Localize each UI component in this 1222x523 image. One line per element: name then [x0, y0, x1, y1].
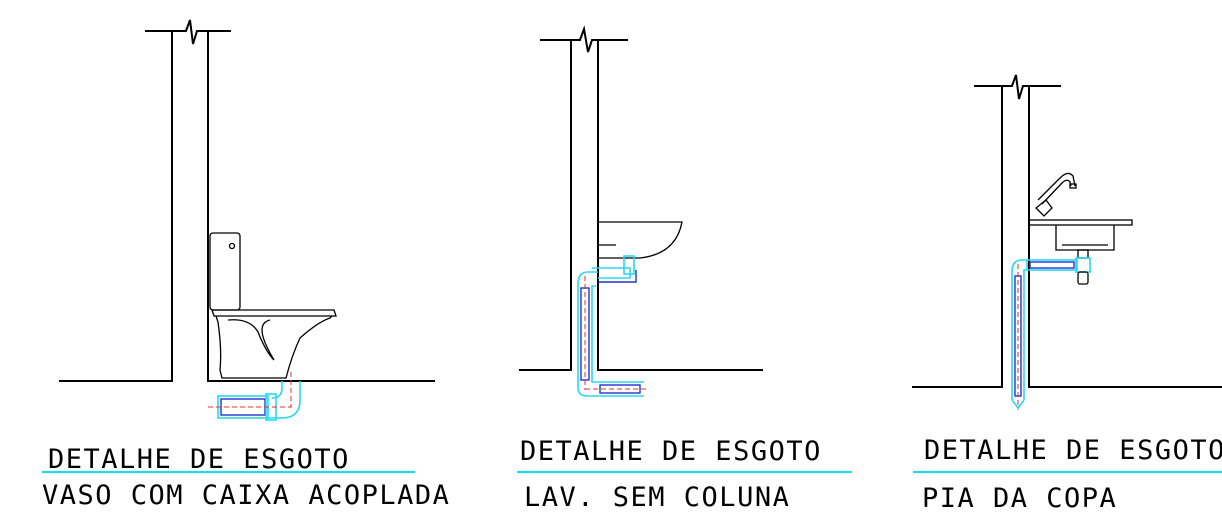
washbasin-riser-outer: [577, 271, 644, 397]
detail-toilet: DETALHE DE ESGOTO VASO COM CAIXA ACOPLAD…: [42, 19, 450, 511]
flush-button: [228, 242, 236, 250]
detail-washbasin: DETALHE DE ESGOTO LAV. SEM COLUNA: [517, 25, 852, 513]
sink-branch-inner: [1029, 261, 1075, 269]
washbasin-bowl: [597, 221, 683, 259]
sink-countertop: [1028, 219, 1133, 226]
faucet-spout-tip: [1069, 183, 1077, 189]
washbasin-tailpiece: [623, 255, 635, 275]
wall-break-symbol: [974, 74, 1061, 100]
wall-break-symbol: [540, 25, 628, 53]
detail-2-subtitle: LAV. SEM COLUNA: [524, 482, 790, 513]
sink-trap-cup: [1077, 271, 1089, 285]
sink-drain-valve: [1077, 249, 1089, 259]
toilet-tank: [209, 232, 241, 311]
toilet-bowl: [215, 315, 333, 379]
sink-trap-body: [1075, 257, 1091, 273]
detail-1-title: DETALHE DE ESGOTO: [48, 444, 350, 475]
sink-basin: [1055, 225, 1115, 251]
washbasin-trap: [598, 270, 637, 283]
toilet-drain-elbow: [268, 381, 301, 419]
detail-3-subtitle: PIA DA COPA: [922, 483, 1117, 514]
toilet-seat: [211, 309, 337, 317]
toilet-trap-curve: [227, 319, 275, 361]
washbasin-drain-inner: [599, 384, 641, 394]
wall-break-symbol: [145, 19, 231, 45]
detail-kitchen-sink: DETALHE DE ESGOTO PIA DA COPA: [912, 74, 1222, 514]
detail-2-title: DETALHE DE ESGOTO: [520, 436, 822, 467]
sink-branch-pipe: [1026, 259, 1078, 271]
faucet: [1037, 172, 1076, 205]
faucet-base: [1035, 199, 1053, 217]
sink-riser-end: [1011, 399, 1025, 410]
detail-3-title: DETALHE DE ESGOTO: [924, 435, 1222, 466]
washbasin-branch: [592, 267, 631, 279]
detail-1-subtitle: VASO COM CAIXA ACOPLADA: [42, 480, 450, 511]
sink-riser-outer: [1011, 259, 1027, 400]
